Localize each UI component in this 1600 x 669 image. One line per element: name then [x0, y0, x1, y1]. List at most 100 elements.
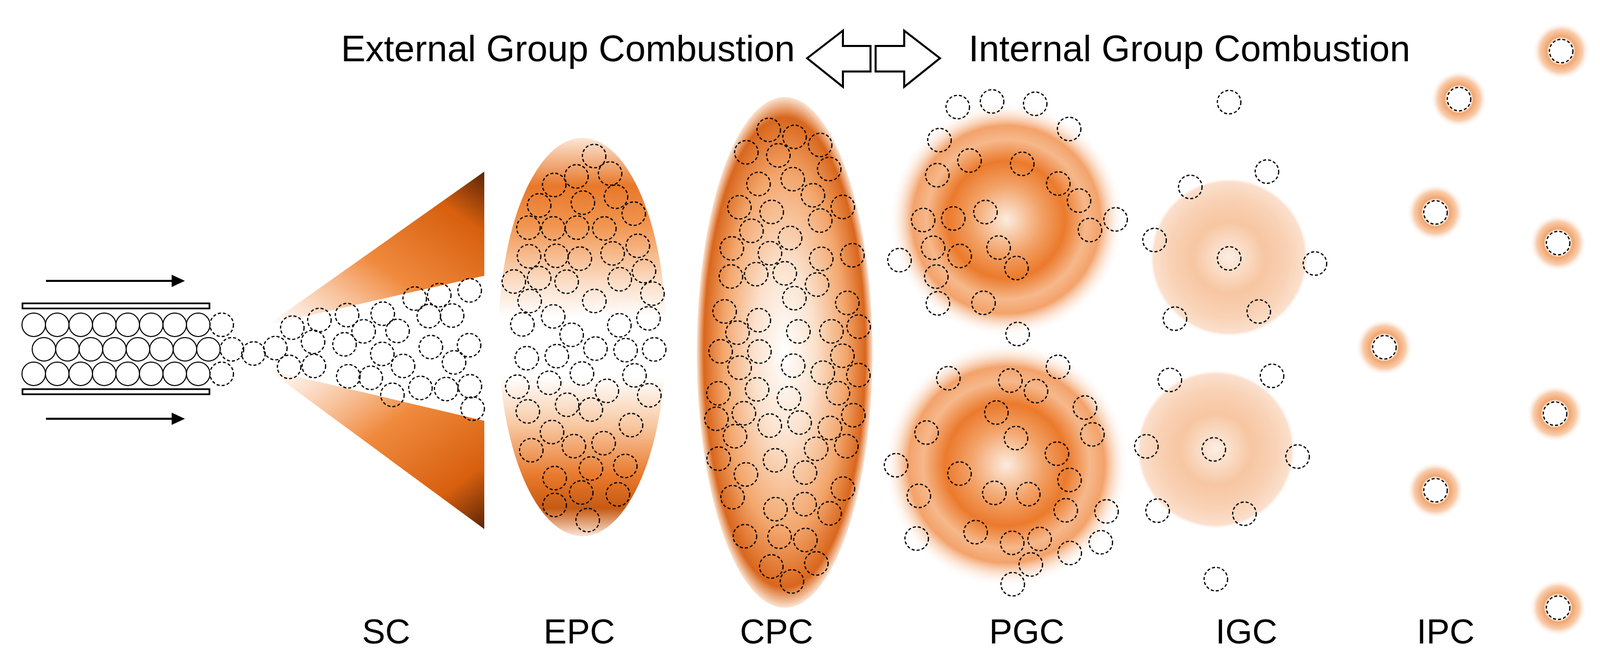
- flow-arrowhead: [171, 274, 185, 288]
- droplet: [819, 319, 844, 344]
- droplet: [1285, 444, 1310, 469]
- droplet: [68, 362, 93, 386]
- droplet: [45, 362, 69, 386]
- droplet: [606, 482, 630, 507]
- droplet-flame: [1430, 70, 1488, 128]
- droplet: [1000, 572, 1025, 597]
- droplet: [1024, 379, 1048, 404]
- droplet: [772, 261, 797, 286]
- droplet: [1163, 307, 1187, 331]
- droplet: [793, 460, 817, 485]
- droplet: [115, 362, 140, 386]
- droplet: [744, 262, 768, 287]
- droplet: [162, 362, 187, 386]
- epc-flame: [498, 137, 667, 537]
- droplet: [804, 437, 829, 461]
- droplet: [732, 401, 756, 426]
- droplet: [458, 374, 482, 398]
- droplet: [817, 157, 841, 181]
- droplet: [241, 341, 266, 366]
- droplet: [518, 289, 542, 313]
- droplet: [569, 480, 594, 505]
- droplet: [805, 272, 829, 297]
- droplet: [921, 236, 946, 260]
- droplet: [582, 289, 606, 313]
- droplet: [579, 397, 603, 422]
- droplet: [904, 527, 929, 551]
- droplet: [986, 236, 1011, 260]
- droplet: [517, 244, 541, 269]
- droplet: [1549, 39, 1573, 63]
- droplet: [545, 344, 569, 368]
- droplet: [301, 330, 325, 354]
- droplet: [727, 195, 751, 220]
- droplet: [416, 304, 441, 328]
- droplet: [835, 291, 860, 315]
- droplet: [622, 201, 646, 226]
- droplet: [351, 319, 376, 344]
- droplet: [561, 434, 586, 459]
- droplet: [505, 374, 530, 399]
- droplet: [763, 448, 787, 473]
- droplet: [1178, 175, 1203, 199]
- double-arrow-right: [875, 30, 940, 87]
- droplet: [907, 484, 931, 508]
- droplet: [782, 286, 807, 311]
- droplet: [1080, 422, 1104, 447]
- droplet: [186, 313, 210, 337]
- droplet: [263, 336, 288, 361]
- droplet: [434, 377, 458, 402]
- pgc-flame: [883, 342, 1129, 588]
- droplet: [927, 128, 952, 152]
- droplet-flame: [1355, 318, 1414, 376]
- droplet: [709, 339, 733, 364]
- droplet: [963, 520, 988, 545]
- droplet: [727, 356, 752, 380]
- droplet: [1089, 530, 1113, 555]
- droplet: [173, 337, 197, 362]
- droplet: [914, 420, 939, 445]
- nozzle-wall: [22, 389, 210, 395]
- droplet: [980, 89, 1004, 114]
- droplet: [846, 363, 870, 387]
- droplet: [209, 362, 234, 386]
- igc-flame: [1149, 177, 1309, 338]
- droplet: [704, 407, 728, 431]
- droplet: [607, 267, 632, 292]
- droplet: [571, 191, 595, 215]
- droplet: [840, 243, 865, 268]
- droplet: [1303, 251, 1327, 276]
- droplet: [1423, 478, 1448, 503]
- droplet: [757, 118, 781, 142]
- droplet: [782, 125, 807, 149]
- droplet: [1255, 159, 1279, 184]
- droplet: [359, 366, 383, 390]
- droplet: [723, 424, 747, 449]
- droplet: [622, 363, 647, 388]
- droplet: [1057, 468, 1082, 492]
- droplet: [834, 434, 859, 459]
- droplet: [1016, 482, 1041, 507]
- droplet: [1423, 200, 1448, 225]
- droplet: [1019, 552, 1043, 577]
- droplet: [307, 308, 332, 333]
- droplet: [514, 346, 539, 370]
- droplet: [579, 456, 603, 481]
- droplet: [1546, 231, 1570, 255]
- droplet: [1067, 189, 1091, 213]
- droplet: [1546, 596, 1570, 620]
- droplet: [911, 208, 935, 232]
- droplet: [541, 216, 566, 241]
- flow-arrowhead: [171, 412, 185, 426]
- droplet: [559, 323, 584, 347]
- pgc-flame: [888, 102, 1124, 338]
- droplet: [1046, 355, 1070, 379]
- droplet: [632, 259, 656, 284]
- droplet: [763, 497, 788, 522]
- droplet: [1004, 256, 1029, 280]
- droplet: [604, 184, 628, 209]
- droplet: [68, 313, 93, 337]
- droplet: [196, 337, 221, 362]
- droplet: [1217, 90, 1241, 114]
